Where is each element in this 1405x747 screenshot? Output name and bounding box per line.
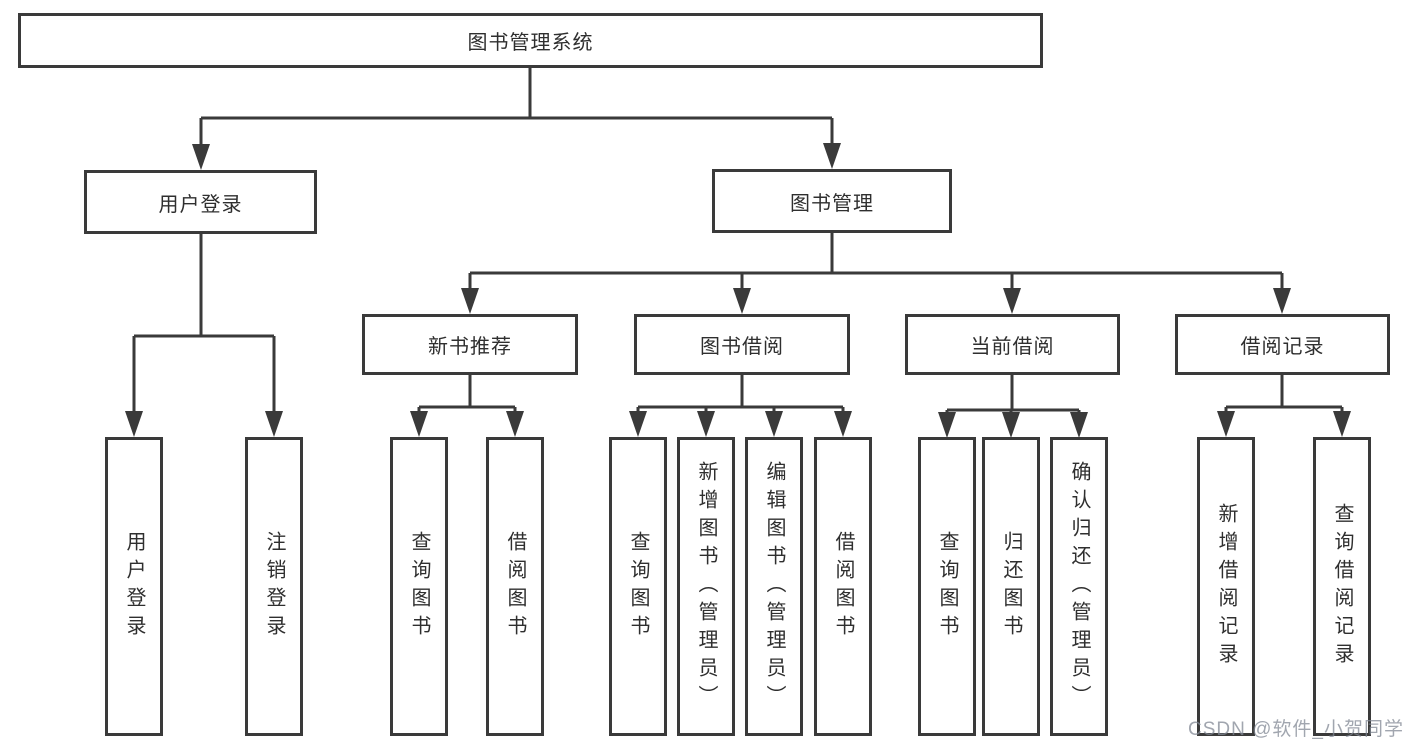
node-leaf-confirm-return-admin: 确认归还（管理员）	[1050, 437, 1108, 736]
node-label: 用户登录	[123, 530, 145, 643]
node-leaf-return-books: 归还图书	[982, 437, 1040, 736]
node-new-book-recommendation: 新书推荐	[362, 314, 578, 375]
node-leaf-query-books-current: 查询图书	[918, 437, 976, 736]
node-label: 查询借阅记录	[1331, 502, 1353, 671]
node-leaf-query-books-recommend: 查询图书	[390, 437, 448, 736]
node-leaf-add-books-admin: 新增图书（管理员）	[677, 437, 735, 736]
node-label: 查询图书	[936, 530, 958, 643]
node-leaf-query-books-borrow: 查询图书	[609, 437, 667, 736]
node-leaf-add-borrow-record: 新增借阅记录	[1197, 437, 1255, 736]
node-label: 查询图书	[627, 530, 649, 643]
node-label: 图书管理	[790, 192, 874, 215]
arrowhead-icons	[125, 143, 1351, 438]
node-label: 确认归还（管理员）	[1068, 460, 1090, 713]
node-user-login: 用户登录	[84, 170, 317, 234]
node-leaf-user-login: 用户登录	[105, 437, 163, 736]
node-label: 归还图书	[1000, 530, 1022, 643]
node-label: 借阅图书	[832, 530, 854, 643]
node-label: 新增借阅记录	[1215, 502, 1237, 671]
node-label: 图书管理系统	[467, 32, 594, 54]
watermark: CSDN @软件_小贺同学	[1188, 719, 1404, 740]
node-leaf-borrow-books: 借阅图书	[814, 437, 872, 736]
node-label: 新增图书（管理员）	[695, 460, 717, 713]
node-label: 当前借阅	[970, 336, 1055, 358]
node-leaf-edit-books-admin: 编辑图书（管理员）	[745, 437, 803, 736]
node-library-management-system: 图书管理系统	[18, 13, 1043, 68]
node-book-management: 图书管理	[712, 169, 952, 233]
node-current-borrowing: 当前借阅	[905, 314, 1120, 375]
node-borrowing-records: 借阅记录	[1175, 314, 1390, 375]
node-leaf-borrow-books-recommend: 借阅图书	[486, 437, 544, 736]
node-leaf-query-borrow-record: 查询借阅记录	[1313, 437, 1371, 736]
node-label: 借阅图书	[504, 530, 526, 643]
node-label: 查询图书	[408, 530, 430, 643]
node-label: 图书借阅	[700, 336, 784, 358]
node-label: 注销登录	[263, 530, 285, 643]
node-label: 用户登录	[158, 193, 243, 216]
node-label: 借阅记录	[1240, 336, 1325, 358]
node-label: 新书推荐	[428, 336, 512, 358]
node-label: 编辑图书（管理员）	[763, 460, 785, 713]
node-book-borrowing: 图书借阅	[634, 314, 850, 375]
node-leaf-logout: 注销登录	[245, 437, 303, 736]
